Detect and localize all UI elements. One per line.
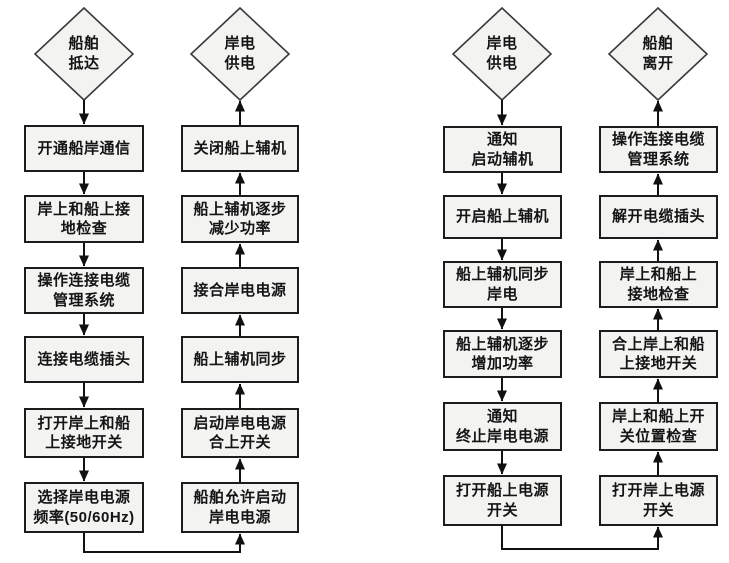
terminal-ship-departure: 船舶 离开 [642,34,674,72]
step-box-c3-r5: 通知 终止岸电电源 [443,402,562,451]
flow-connector-elbow [83,533,245,553]
step-box-c2-r6: 船舶允许启动 岸电电源 [181,482,299,533]
step-box-c2-r1: 关闭船上辅机 [181,125,299,172]
terminal-diamond-ship-departure [607,6,709,102]
step-box-c1-r4: 连接电缆插头 [24,336,144,383]
step-box-c4-r1: 操作连接电缆 管理系统 [599,126,718,173]
step-box-c1-r1: 开通船岸通信 [24,125,144,172]
flow-connector-elbow [501,526,663,550]
step-box-c3-r6: 打开船上电源 开关 [443,475,562,526]
step-box-c3-r3: 船上辅机同步 岸电 [443,261,562,308]
step-box-c4-r6: 打开岸上电源 开关 [599,475,718,526]
step-box-c3-r1: 通知 启动辅机 [443,126,562,173]
step-box-c3-r2: 开启船上辅机 [443,195,562,239]
step-box-c2-r5: 启动岸电电源 合上开关 [181,408,299,458]
terminal-ship-arrival: 船舶 抵达 [68,34,100,72]
step-box-c4-r2: 解开电缆插头 [599,195,718,239]
step-box-c4-r3: 岸上和船上 接地检查 [599,261,718,308]
step-box-c1-r3: 操作连接电缆 管理系统 [24,267,144,314]
step-box-c3-r4: 船上辅机逐步 增加功率 [443,330,562,378]
terminal-shore-power-on-2: 岸电 供电 [486,34,518,72]
step-box-c4-r4: 合上岸上和船 上接地开关 [599,330,718,378]
step-box-c1-r2: 岸上和船上接 地检查 [24,195,144,243]
terminal-shore-power-on: 岸电 供电 [224,34,256,72]
step-box-c4-r5: 岸上和船上开 关位置检查 [599,402,718,451]
step-box-c2-r4: 船上辅机同步 [181,336,299,383]
step-box-c2-r3: 接合岸电电源 [181,267,299,314]
step-box-c1-r5: 打开岸上和船 上接地开关 [24,408,144,458]
terminal-diamond-shore-power-on [189,6,291,102]
step-box-c1-r6: 选择岸电电源 频率(50/60Hz) [24,482,144,533]
step-box-c2-r2: 船上辅机逐步 减少功率 [181,195,299,243]
